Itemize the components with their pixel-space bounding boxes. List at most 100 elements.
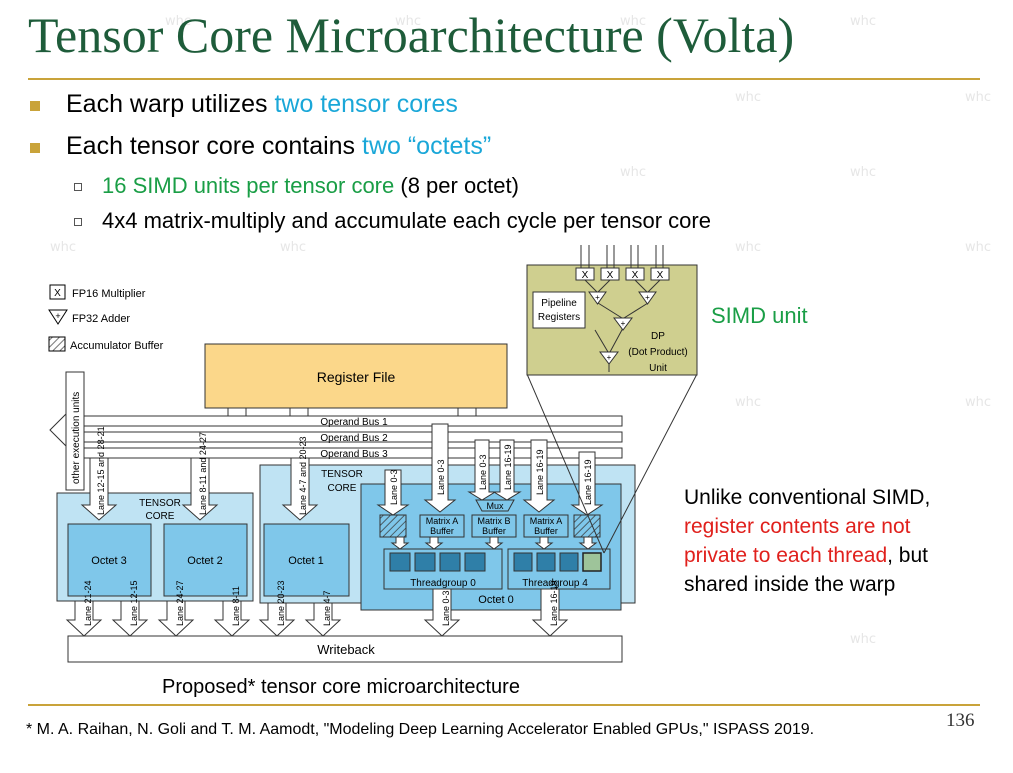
watermark: whc xyxy=(395,14,422,29)
tensor-core-right-label: TENSOR xyxy=(321,469,363,480)
svg-text:Lane 16-19: Lane 16-19 xyxy=(535,449,545,495)
bullet-item: Each tensor core contains two “octets” xyxy=(30,132,491,161)
matrix-a-buffer xyxy=(419,514,465,538)
adder-legend-icon xyxy=(48,309,68,325)
operand-bus-2-label: Operand Bus 2 xyxy=(320,433,388,444)
sub-bullet-text: (8 per octet) xyxy=(394,173,519,198)
svg-text:Lane 16-19: Lane 16-19 xyxy=(503,444,513,490)
svg-text:+: + xyxy=(607,353,612,362)
svg-text:Lane 4-7 and 20-23: Lane 4-7 and 20-23 xyxy=(298,436,308,515)
lane-arrows-top xyxy=(80,423,604,521)
svg-text:Lane 16-19: Lane 16-19 xyxy=(549,580,559,626)
svg-text:Threadgroup 4: Threadgroup 4 xyxy=(522,578,588,589)
svg-text:Matrix A: Matrix A xyxy=(530,516,563,526)
slide-title: Tensor Core Microarchitecture (Volta) xyxy=(28,7,795,63)
adder-legend-symbol: + xyxy=(55,311,60,321)
side-line-3-rest: , but xyxy=(887,544,929,567)
writeback xyxy=(67,635,623,663)
accumulator-legend-label: Accumulator Buffer xyxy=(70,340,164,352)
diagram-caption: Proposed* tensor core microarchitecture xyxy=(162,676,520,698)
svg-text:Lane 0-3: Lane 0-3 xyxy=(441,590,451,626)
svg-text:Matrix B: Matrix B xyxy=(477,516,510,526)
page-number: 136 xyxy=(946,710,975,731)
watermark: whc xyxy=(620,165,647,180)
octet-0-label: Octet 0 xyxy=(478,594,513,606)
writeback-label: Writeback xyxy=(317,642,375,657)
bullet-text: Each warp utilizes xyxy=(66,90,275,118)
sub-bullet-text: 4x4 matrix-multiply and accumulate each … xyxy=(102,208,711,233)
svg-text:Lane 12-15 and 28-21: Lane 12-15 and 28-21 xyxy=(96,426,106,515)
register-file-label: Register File xyxy=(317,369,396,385)
adder-legend-label: FP32 Adder xyxy=(72,313,130,325)
watermark: whc xyxy=(165,14,192,29)
side-line-3-highlight: private to each thread xyxy=(684,544,888,567)
sub-bullet-item: 16 SIMD units per tensor core (8 per oct… xyxy=(74,173,519,199)
octet-3-label: Octet 3 xyxy=(91,555,126,567)
watermark: whc xyxy=(965,90,992,105)
svg-text:Matrix A: Matrix A xyxy=(426,516,459,526)
octet-2 xyxy=(163,523,248,597)
title-divider xyxy=(28,78,980,80)
side-line-4: shared inside the warp xyxy=(684,573,896,596)
svg-text:Lane 21-24: Lane 21-24 xyxy=(83,580,93,626)
operand-bus-1-label: Operand Bus 1 xyxy=(320,417,388,428)
octet-1-label: Octet 1 xyxy=(288,555,323,567)
watermark: whc xyxy=(850,632,877,647)
citation-footer: * M. A. Raihan, N. Goli and T. M. Aamodt… xyxy=(26,721,815,738)
sub-bullet-highlight: 16 SIMD units per tensor core xyxy=(102,173,395,198)
svg-text:Lane 20-23: Lane 20-23 xyxy=(276,580,286,626)
watermark: whc xyxy=(735,90,762,105)
svg-text:Buffer: Buffer xyxy=(534,526,558,536)
svg-text:Registers: Registers xyxy=(538,312,580,323)
legend: X FP16 Multiplier + FP32 Adder Accumulat… xyxy=(48,284,164,352)
simd-unit-label: SIMD unit xyxy=(711,303,808,328)
svg-text:Buffer: Buffer xyxy=(430,526,454,536)
bullet-item: Each warp utilizes two tensor cores xyxy=(30,90,458,119)
bullet-highlight: two “octets” xyxy=(362,132,492,160)
other-units-arrow xyxy=(65,371,85,491)
svg-text:CORE: CORE xyxy=(146,511,175,522)
watermark: whc xyxy=(965,395,992,410)
svg-text:Lane 8-11 and 24-27: Lane 8-11 and 24-27 xyxy=(198,432,208,515)
watermark: whc xyxy=(850,165,877,180)
multiplier-legend-label: FP16 Multiplier xyxy=(72,288,146,300)
watermark: whc xyxy=(965,240,992,255)
operand-bus-3-label: Operand Bus 3 xyxy=(320,449,388,460)
svg-text:X: X xyxy=(582,270,589,281)
sub-bullet-item: 4x4 matrix-multiply and accumulate each … xyxy=(74,208,711,234)
svg-text:+: + xyxy=(645,293,650,302)
accumulator-legend-icon xyxy=(48,336,66,352)
mux xyxy=(475,499,515,512)
svg-text:Lane 0-3: Lane 0-3 xyxy=(478,454,488,490)
svg-text:+: + xyxy=(595,293,600,302)
watermark: whc xyxy=(735,240,762,255)
svg-text:Lane 12-15: Lane 12-15 xyxy=(129,580,139,626)
highlighted-simd-unit xyxy=(582,552,602,572)
pipeline-registers xyxy=(532,291,586,329)
tensor-core-left-label: TENSOR xyxy=(139,498,181,509)
svg-text:Lane 8-11: Lane 8-11 xyxy=(231,586,241,626)
side-line-1: Unlike conventional SIMD, xyxy=(684,486,931,509)
svg-text:Threadgroup 0: Threadgroup 0 xyxy=(410,578,476,589)
footer-divider xyxy=(28,704,980,706)
watermark: whc xyxy=(620,14,647,29)
lane-labels-top: Lane 12-15 and 28-21 Lane 8-11 and 24-27… xyxy=(96,426,593,515)
svg-text:Unit: Unit xyxy=(649,363,667,374)
svg-text:CORE: CORE xyxy=(328,483,357,494)
svg-text:+: + xyxy=(621,319,626,328)
register-file xyxy=(204,343,508,409)
lane-labels-bottom: Lane 21-24 Lane 12-15 Lane 24-27 Lane 8-… xyxy=(83,580,559,626)
octet-2-label: Octet 2 xyxy=(187,555,222,567)
multiplier-legend-symbol: X xyxy=(54,288,61,299)
svg-text:Lane 4-7: Lane 4-7 xyxy=(322,590,332,626)
octet-3 xyxy=(67,523,152,597)
watermark: whc xyxy=(850,14,877,29)
svg-text:Lane 0-3: Lane 0-3 xyxy=(436,459,446,495)
watermark: whc xyxy=(50,240,77,255)
other-units-label: other execution units xyxy=(71,392,82,484)
svg-text:Buffer: Buffer xyxy=(482,526,506,536)
svg-text:X: X xyxy=(657,270,664,281)
svg-text:Mux: Mux xyxy=(486,501,504,511)
multiplier-legend-icon xyxy=(49,284,66,300)
